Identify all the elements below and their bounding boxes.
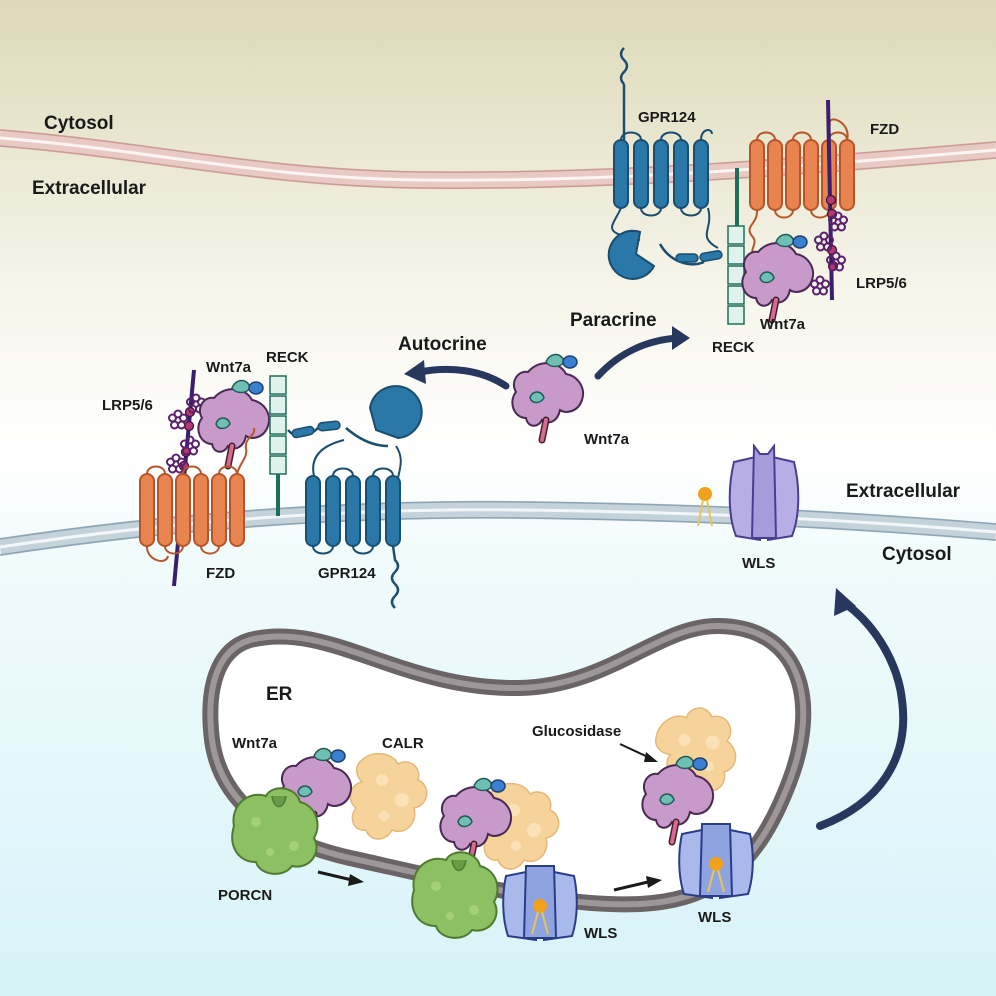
autocrine-arrow	[404, 360, 510, 390]
er-membrane	[202, 617, 812, 913]
left-reck-label: RECK	[266, 349, 309, 366]
er-wnt7a-label: Wnt7a	[232, 735, 278, 752]
top-cytosol-label: Cytosol	[44, 113, 114, 134]
left-wnt7a-label: Wnt7a	[206, 359, 252, 376]
er-glucosidase-label: Glucosidase	[532, 723, 621, 740]
left-fzd-label: FZD	[206, 565, 235, 582]
left-reck-receptor	[269, 375, 287, 516]
er-step-arrow-2	[613, 876, 662, 892]
left-gpr124-label: GPR124	[318, 565, 376, 582]
paracrine-arrow	[594, 326, 690, 380]
er-step-arrow-1	[317, 870, 364, 886]
autocrine-label: Autocrine	[398, 334, 487, 355]
export-arrow	[816, 588, 908, 830]
er-wls-label-1: WLS	[584, 925, 617, 942]
membrane-wls-transporter	[728, 445, 800, 541]
er-label: ER	[266, 684, 293, 705]
bottom-cytosol-label: Cytosol	[882, 544, 952, 565]
er-calr-label: CALR	[382, 735, 424, 752]
top-reck-receptor	[727, 168, 745, 325]
left-fzd-receptor	[139, 427, 256, 562]
paracrine-label: Paracrine	[570, 310, 657, 331]
top-fzd-label: FZD	[870, 121, 899, 138]
membrane-wls-label: WLS	[742, 555, 775, 572]
secreted-wnt7a-label: Wnt7a	[584, 431, 630, 448]
top-wnt7a-label: Wnt7a	[760, 316, 806, 333]
top-extracellular-label: Extracellular	[32, 178, 147, 199]
top-reck-label: RECK	[712, 339, 755, 356]
top-gpr124-receptor	[607, 47, 723, 280]
glucosidase-pointer	[619, 743, 658, 762]
er-porcn-label: PORCN	[218, 887, 272, 904]
membrane-lipid	[697, 487, 713, 527]
bottom-extracellular-label: Extracellular	[846, 481, 961, 502]
er-wls-label-2: WLS	[698, 909, 731, 926]
er-wls-transporter-2	[678, 823, 754, 899]
top-lrp-label: LRP5/6	[856, 275, 907, 292]
er-wls-transporter-1	[502, 865, 578, 941]
top-gpr124-label: GPR124	[638, 109, 696, 126]
left-gpr124-receptor	[287, 385, 423, 609]
left-lrp-label: LRP5/6	[102, 397, 153, 414]
top-lrp-coreceptor	[810, 99, 848, 301]
